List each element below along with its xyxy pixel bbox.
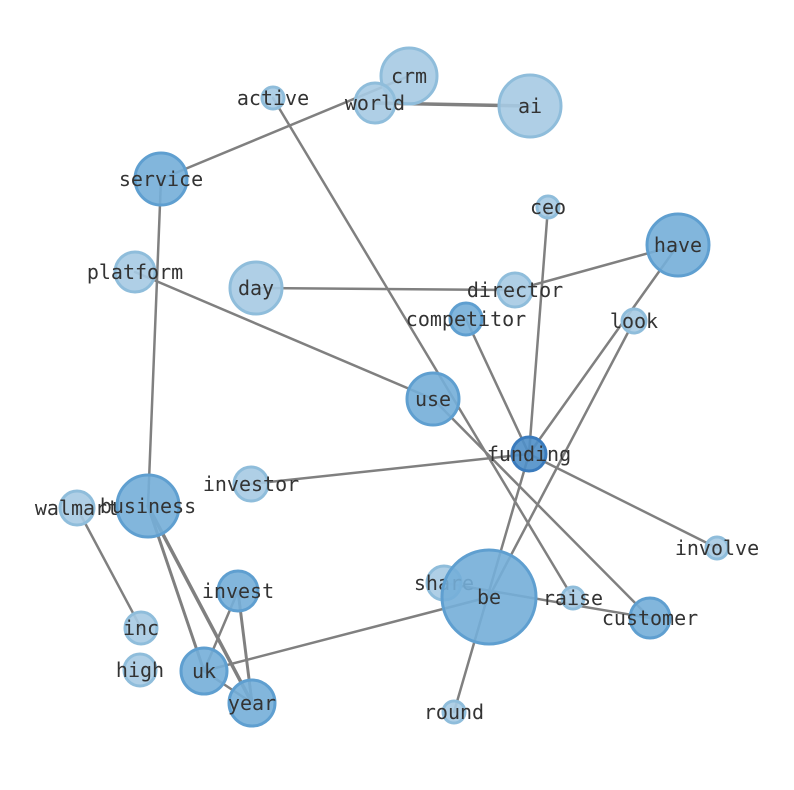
node-year: year <box>227 678 277 728</box>
node-circle-world <box>353 81 397 125</box>
node-label-have: have <box>654 233 702 257</box>
node-competitor: competitor <box>406 301 526 337</box>
node-circle-round <box>441 699 467 725</box>
node-circle-inc <box>123 610 159 646</box>
node-investor: investor <box>203 465 299 503</box>
node-crm: crm <box>379 46 439 106</box>
node-round: round <box>424 699 484 725</box>
edge-service-business <box>146 177 163 508</box>
node-circle-platform <box>113 250 157 294</box>
node-circle-ceo <box>535 194 561 220</box>
node-funding: funding <box>487 435 571 473</box>
node-ceo: ceo <box>530 194 566 220</box>
edge-platform-use <box>133 270 435 401</box>
node-circle-walmart <box>58 489 96 527</box>
edge-have-funding <box>527 243 680 456</box>
node-circle-high <box>122 652 158 688</box>
node-label-be: be <box>477 585 501 609</box>
node-day: day <box>228 260 284 316</box>
node-label-service: service <box>119 167 203 191</box>
edge-ceo-funding <box>527 205 550 456</box>
edge-competitor-funding <box>464 317 531 456</box>
node-circle-day <box>228 260 284 316</box>
node-use: use <box>405 371 461 427</box>
node-label-active: active <box>237 86 309 110</box>
node-circle-be <box>440 548 538 646</box>
node-label-business: business <box>100 494 196 518</box>
node-label-ceo: ceo <box>530 195 566 219</box>
node-label-use: use <box>415 387 451 411</box>
node-circle-investor <box>232 465 270 503</box>
node-label-raise: raise <box>543 586 603 610</box>
node-circle-service <box>133 151 189 207</box>
node-label-high: high <box>116 658 164 682</box>
node-label-world: world <box>345 91 405 115</box>
edge-day-director <box>254 286 517 292</box>
edge-uk-be <box>202 595 491 673</box>
node-label-day: day <box>238 276 274 300</box>
node-label-inc: inc <box>123 616 159 640</box>
node-be: be <box>440 548 538 646</box>
node-label-look: look <box>610 309 658 333</box>
node-label-customer: customer <box>602 606 698 630</box>
node-ai: ai <box>497 73 563 139</box>
node-circle-director <box>496 271 534 309</box>
edge-active-raise <box>271 96 575 600</box>
node-label-crm: crm <box>391 64 427 88</box>
node-label-year: year <box>228 691 276 715</box>
node-label-involve: involve <box>675 536 759 560</box>
node-circle-raise <box>560 585 586 611</box>
node-label-platform: platform <box>87 260 183 284</box>
node-raise: raise <box>543 585 603 611</box>
node-circle-funding <box>510 435 548 473</box>
node-label-investor: investor <box>203 472 299 496</box>
node-business: business <box>100 473 196 539</box>
edge-walmart-inc <box>75 506 143 630</box>
node-circle-invest <box>216 569 260 613</box>
node-world: world <box>345 81 405 125</box>
node-customer: customer <box>602 596 698 640</box>
node-look: look <box>610 307 658 335</box>
node-circle-look <box>620 307 648 335</box>
edge-business-year <box>146 504 254 705</box>
node-circle-involve <box>704 535 730 561</box>
node-high: high <box>116 652 164 688</box>
node-circle-customer <box>628 596 672 640</box>
edge-investor-funding <box>249 452 531 486</box>
node-label-ai: ai <box>518 94 542 118</box>
node-service: service <box>119 151 203 207</box>
node-director: director <box>467 271 563 309</box>
node-circle-ai <box>497 73 563 139</box>
node-label-invest: invest <box>202 579 274 603</box>
node-walmart: walmart <box>35 489 119 527</box>
node-uk: uk <box>179 646 229 696</box>
nodes-layer: crm ai world active service ceo have platform da… <box>35 46 759 728</box>
node-label-director: director <box>467 278 563 302</box>
node-label-walmart: walmart <box>35 496 119 520</box>
node-circle-year <box>227 678 277 728</box>
node-circle-active <box>260 85 286 111</box>
node-invest: invest <box>202 569 274 613</box>
edge-look-be <box>487 319 636 599</box>
node-circle-competitor <box>448 301 484 337</box>
node-label-funding: funding <box>487 442 571 466</box>
node-circle-crm <box>379 46 439 106</box>
node-inc: inc <box>123 610 159 646</box>
node-circle-business <box>115 473 181 539</box>
node-circle-uk <box>179 646 229 696</box>
node-circle-have <box>645 212 711 278</box>
node-active: active <box>237 85 309 111</box>
node-circle-use <box>405 371 461 427</box>
node-label-uk: uk <box>192 659 216 683</box>
edge-funding-involve <box>527 452 719 550</box>
node-label-competitor: competitor <box>406 307 526 331</box>
node-have: have <box>645 212 711 278</box>
edge-use-customer <box>431 397 652 620</box>
node-label-round: round <box>424 700 484 724</box>
node-involve: involve <box>675 535 759 561</box>
node-platform: platform <box>87 250 183 294</box>
